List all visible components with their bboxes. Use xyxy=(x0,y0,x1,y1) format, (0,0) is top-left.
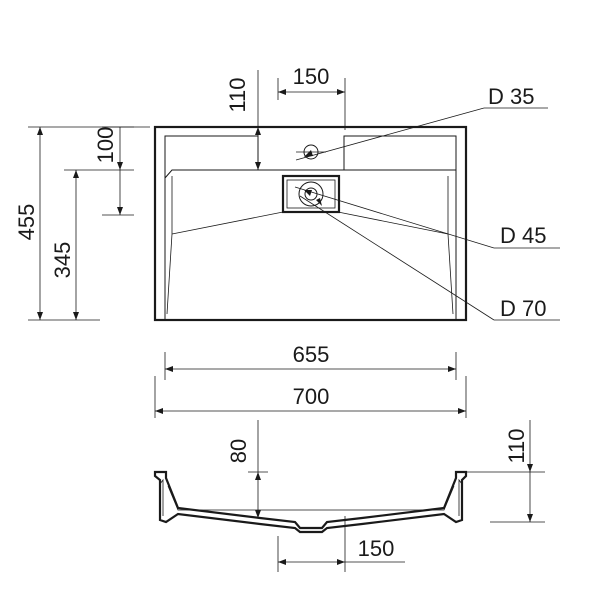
arrow-head xyxy=(255,127,261,135)
arrow-head xyxy=(73,170,79,178)
left-shelf-outline xyxy=(164,135,259,320)
arrow-head xyxy=(337,89,345,95)
arrow-head xyxy=(527,464,533,472)
basin-inner-outline xyxy=(164,169,457,320)
arrow-head xyxy=(448,366,456,372)
arrow-head xyxy=(337,559,345,565)
dim-tap-width-label: 150 xyxy=(293,64,330,89)
arrow-head xyxy=(255,162,261,170)
arrow-head xyxy=(255,472,261,480)
drain-inner-circle xyxy=(304,187,318,201)
arrow-head xyxy=(73,312,79,320)
section-profile-outer xyxy=(153,470,468,534)
right-shelf-outline xyxy=(343,135,457,320)
arrow-head xyxy=(155,408,163,414)
arrow-head xyxy=(117,162,123,170)
leader-d70 xyxy=(299,195,495,321)
label-tap-hole: D 35 xyxy=(488,84,534,109)
drain-box-inner xyxy=(286,179,336,209)
leader-d35 xyxy=(295,107,485,161)
dim-inner-width-label: 655 xyxy=(293,342,330,367)
arrow-head xyxy=(316,198,322,206)
dim-shelf-depth-label: 100 xyxy=(93,127,118,164)
arrow-head xyxy=(37,127,43,135)
basin-outer-rim xyxy=(153,125,468,322)
section-rim-right xyxy=(458,478,463,516)
arrow-head xyxy=(304,190,312,196)
arrow-head xyxy=(165,366,173,372)
dim-section-basin-depth-label: 80 xyxy=(226,439,251,463)
arrow-head xyxy=(117,207,123,215)
arrow-head xyxy=(255,510,261,518)
label-drain: D 45 xyxy=(500,223,546,248)
dim-overall-depth-label: 455 xyxy=(14,204,39,241)
arrow-head xyxy=(304,150,313,157)
leader-d45 xyxy=(294,186,495,249)
arrow-head xyxy=(527,514,533,522)
basin-inner-edge xyxy=(166,176,173,315)
top-view: 150 110 455 345 100 D 35 xyxy=(14,64,560,322)
section-profile-inner xyxy=(167,485,455,511)
dim-basin-depth-label: 345 xyxy=(50,242,75,279)
section-rim-left xyxy=(159,478,164,516)
dim-outer-width-label: 700 xyxy=(293,384,330,409)
arrow-head xyxy=(37,312,43,320)
arrow-head xyxy=(458,408,466,414)
arrow-head xyxy=(278,559,286,565)
dim-tap-offset-label: 110 xyxy=(225,77,250,112)
arrow-head xyxy=(278,89,286,95)
dim-drain-width-label: 150 xyxy=(358,536,395,561)
label-drain-outer: D 70 xyxy=(500,296,546,321)
drain-outer-circle xyxy=(298,181,324,207)
basin-slope-line xyxy=(171,211,449,235)
section-view: 80 110 150 xyxy=(153,420,545,572)
dim-total-height-label: 110 xyxy=(504,428,529,463)
width-dimensions: 655 700 xyxy=(154,342,467,418)
drain-box xyxy=(281,174,341,214)
